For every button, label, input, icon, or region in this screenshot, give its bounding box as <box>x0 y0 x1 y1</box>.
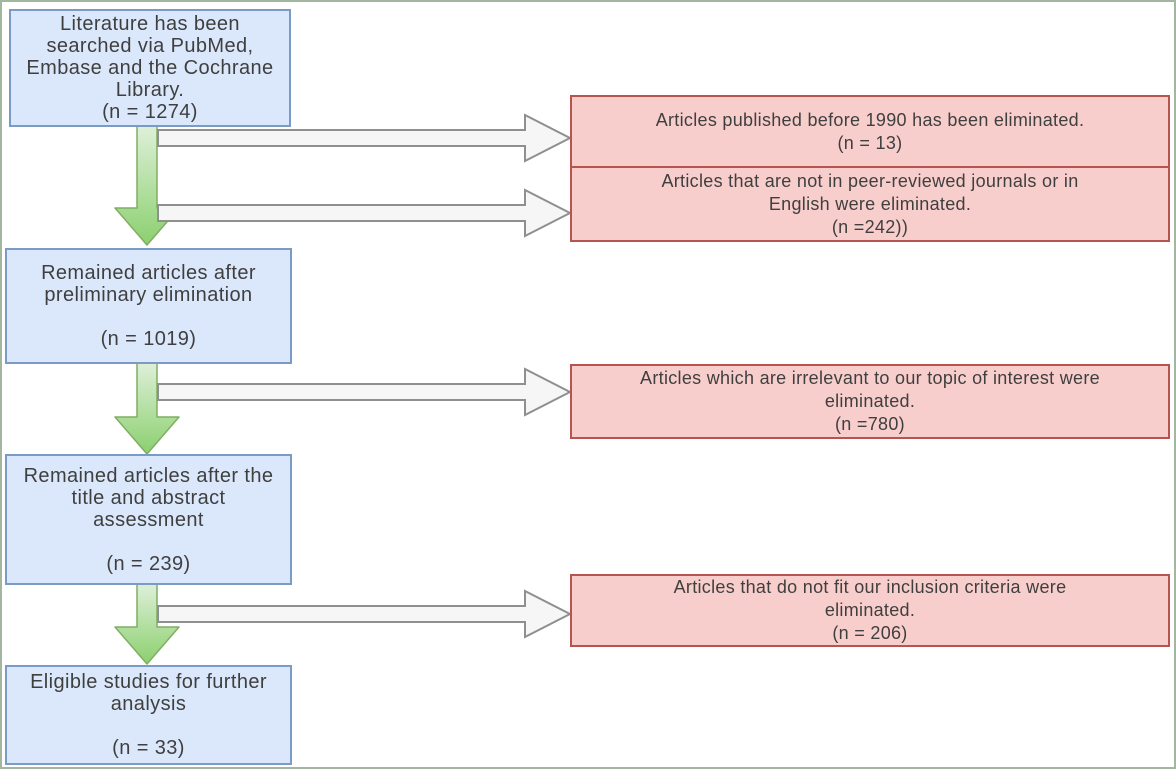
node-after-preliminary-elimination: Remained articles after preliminary elim… <box>5 248 292 364</box>
node-after-title-abstract-assessment: Remained articles after the title and ab… <box>5 454 292 585</box>
node-excluded-inclusion-criteria: Articles that do not fit our inclusion c… <box>570 574 1170 647</box>
node-literature-search: Literature has been searched via PubMed,… <box>9 9 291 127</box>
exclude-arrow-2 <box>157 188 573 238</box>
down-arrow-2 <box>114 361 180 455</box>
node-excluded-not-peer-reviewed: Articles that are not in peer-reviewed j… <box>570 166 1170 242</box>
exclude-arrow-4 <box>157 589 573 639</box>
node-eligible-studies: Eligible studies for further analysis (n… <box>5 665 292 765</box>
exclude-arrow-1 <box>157 113 573 163</box>
node-excluded-irrelevant-topic: Articles which are irrelevant to our top… <box>570 364 1170 439</box>
node-excluded-before-1990: Articles published before 1990 has been … <box>570 95 1170 168</box>
exclude-arrow-3 <box>157 367 573 417</box>
down-arrow-3 <box>114 582 180 665</box>
